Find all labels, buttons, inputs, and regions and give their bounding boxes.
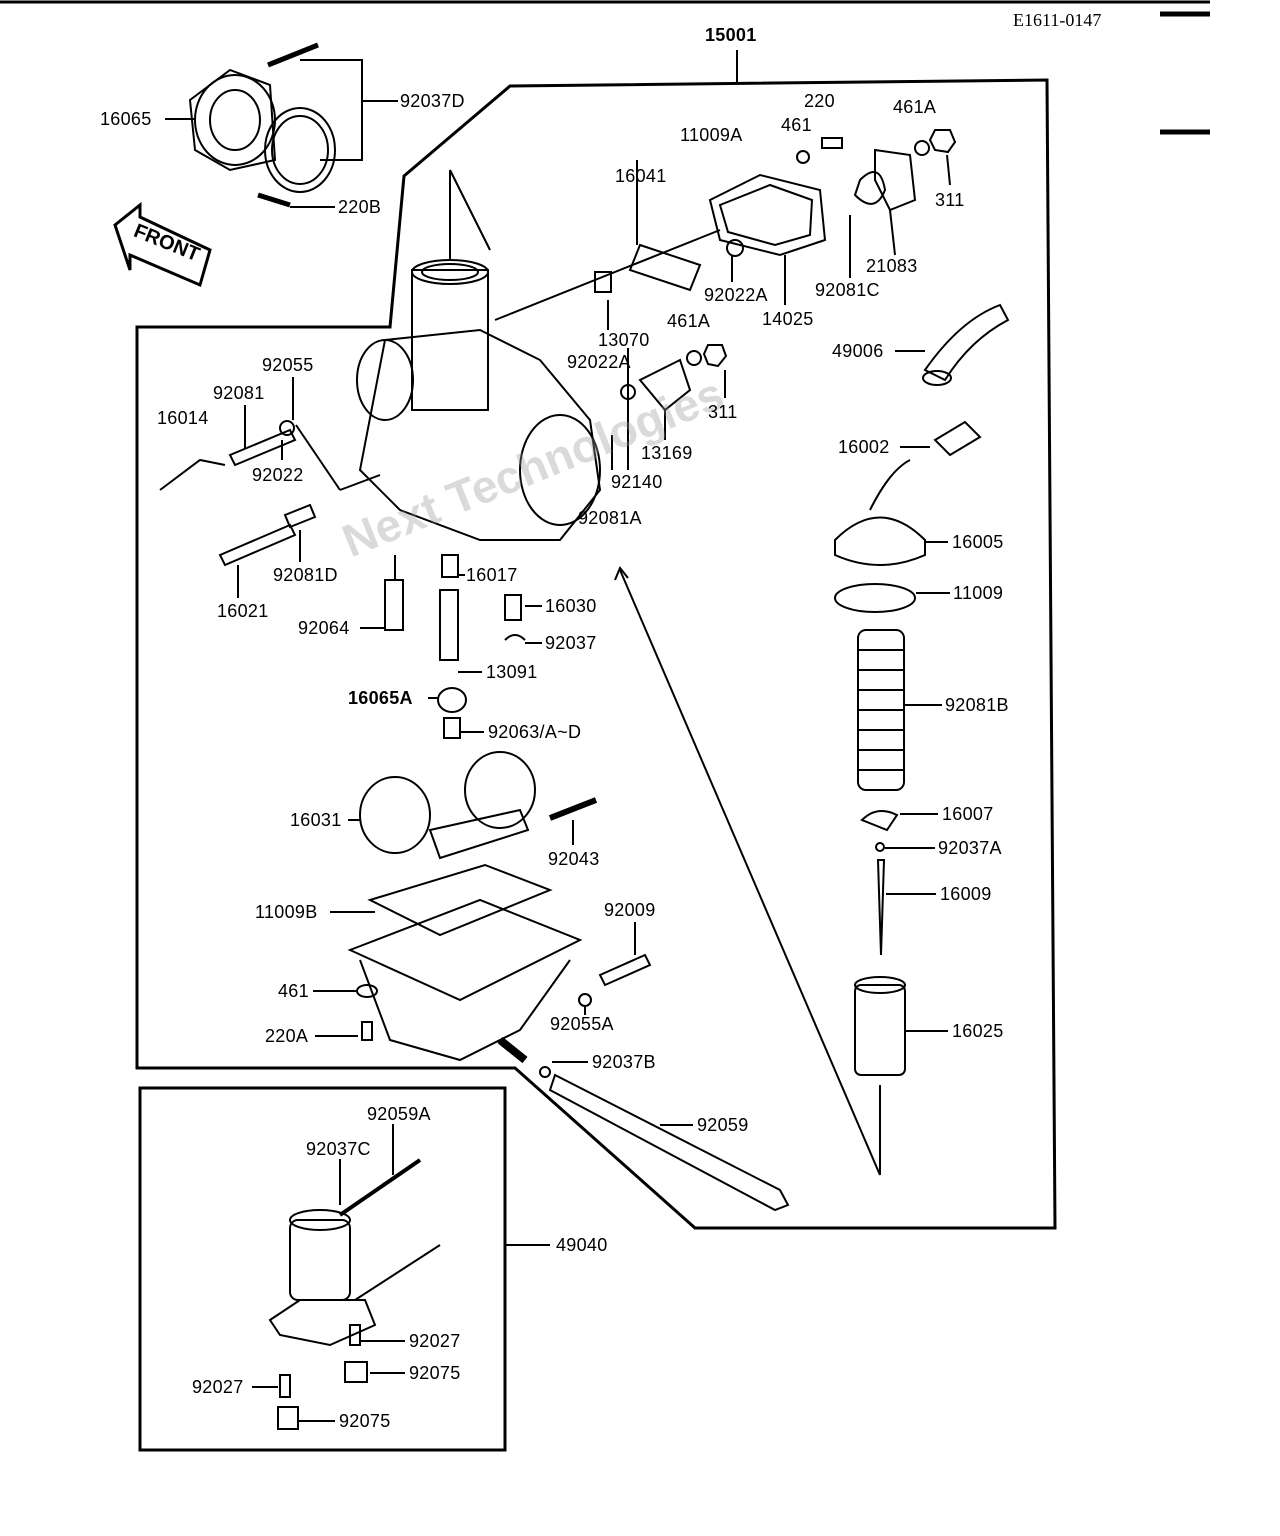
diagram-code: E1611-0147: [1013, 10, 1102, 30]
part-label: 16030: [545, 596, 597, 616]
part-label: 92027: [192, 1377, 244, 1397]
part-label: 15001: [705, 25, 757, 45]
fuel-pump-box: [138, 1086, 507, 1452]
part-label: 311: [935, 190, 965, 210]
part-label: 92140: [611, 472, 663, 492]
intake-holder-16065: [165, 42, 398, 208]
part-label: 13091: [486, 662, 538, 682]
part-label: 16002: [838, 437, 890, 457]
part-label: 16025: [952, 1021, 1004, 1041]
jet-parts: [360, 554, 542, 739]
part-label: 461A: [667, 311, 711, 331]
part-label: 220: [804, 91, 835, 111]
float-bowl: [313, 863, 652, 1078]
part-label: 461: [278, 981, 309, 1001]
part-label: 13070: [598, 330, 650, 350]
front-arrow: [113, 201, 212, 288]
part-label: 92059A: [367, 1104, 431, 1124]
part-label: 11009A: [680, 125, 743, 145]
part-label: 92081B: [945, 695, 1009, 715]
part-label: 92009: [604, 900, 656, 920]
part-label: 92081A: [578, 508, 642, 528]
part-label: 92037A: [938, 838, 1002, 858]
part-label: 311: [708, 402, 738, 422]
top-cover-parts: [594, 129, 957, 470]
part-label: 92081C: [815, 280, 880, 300]
part-label: 16021: [217, 601, 269, 621]
part-label: 92075: [409, 1363, 461, 1383]
part-label: 92027: [409, 1331, 461, 1351]
hose-92059: [548, 1073, 790, 1212]
part-label: 11009B: [255, 902, 318, 922]
part-label: 16065A: [348, 688, 413, 708]
part-label: 92063/A~D: [488, 722, 582, 742]
part-label: 16009: [940, 884, 992, 904]
part-label: 16014: [157, 408, 209, 428]
part-label: 92055: [262, 355, 314, 375]
pilot-screw-parts: [159, 377, 381, 598]
part-label: 92081: [213, 383, 265, 403]
part-label: 16005: [952, 532, 1004, 552]
part-label: 16041: [615, 166, 667, 186]
part-label: 92022A: [704, 285, 768, 305]
part-label: 92081D: [273, 565, 338, 585]
part-label: 220B: [338, 197, 382, 217]
part-label: 92037: [545, 633, 597, 653]
part-label: 11009: [953, 583, 1004, 603]
carburetor-body: [356, 169, 721, 541]
part-label: 21083: [866, 256, 918, 276]
part-label: 92075: [339, 1411, 391, 1431]
fuel-pump: [252, 1124, 441, 1430]
part-label: 16017: [466, 565, 518, 585]
float-16031: [348, 751, 598, 860]
part-label: 92022A: [567, 352, 631, 372]
part-label: 16065: [100, 109, 152, 129]
part-label: 92022: [252, 465, 304, 485]
part-label: 14025: [762, 309, 814, 329]
part-label: 461A: [893, 97, 937, 117]
part-label: 92059: [697, 1115, 749, 1135]
part-label: 461: [781, 115, 812, 135]
part-label: 13169: [641, 443, 693, 463]
part-label: 49040: [556, 1235, 608, 1255]
assembly-outline: [135, 78, 1057, 1230]
part-label: 49006: [832, 341, 884, 361]
part-label: 92055A: [550, 1014, 614, 1034]
part-label: 92064: [298, 618, 350, 638]
part-label: 92037C: [306, 1139, 371, 1159]
part-label: 16007: [942, 804, 994, 824]
part-label: 16031: [290, 810, 342, 830]
part-label: 220A: [265, 1026, 309, 1046]
part-label: 92037B: [592, 1052, 656, 1072]
right-column-parts: [614, 303, 1010, 1176]
part-label: 92037D: [400, 91, 465, 111]
part-label: 92043: [548, 849, 600, 869]
